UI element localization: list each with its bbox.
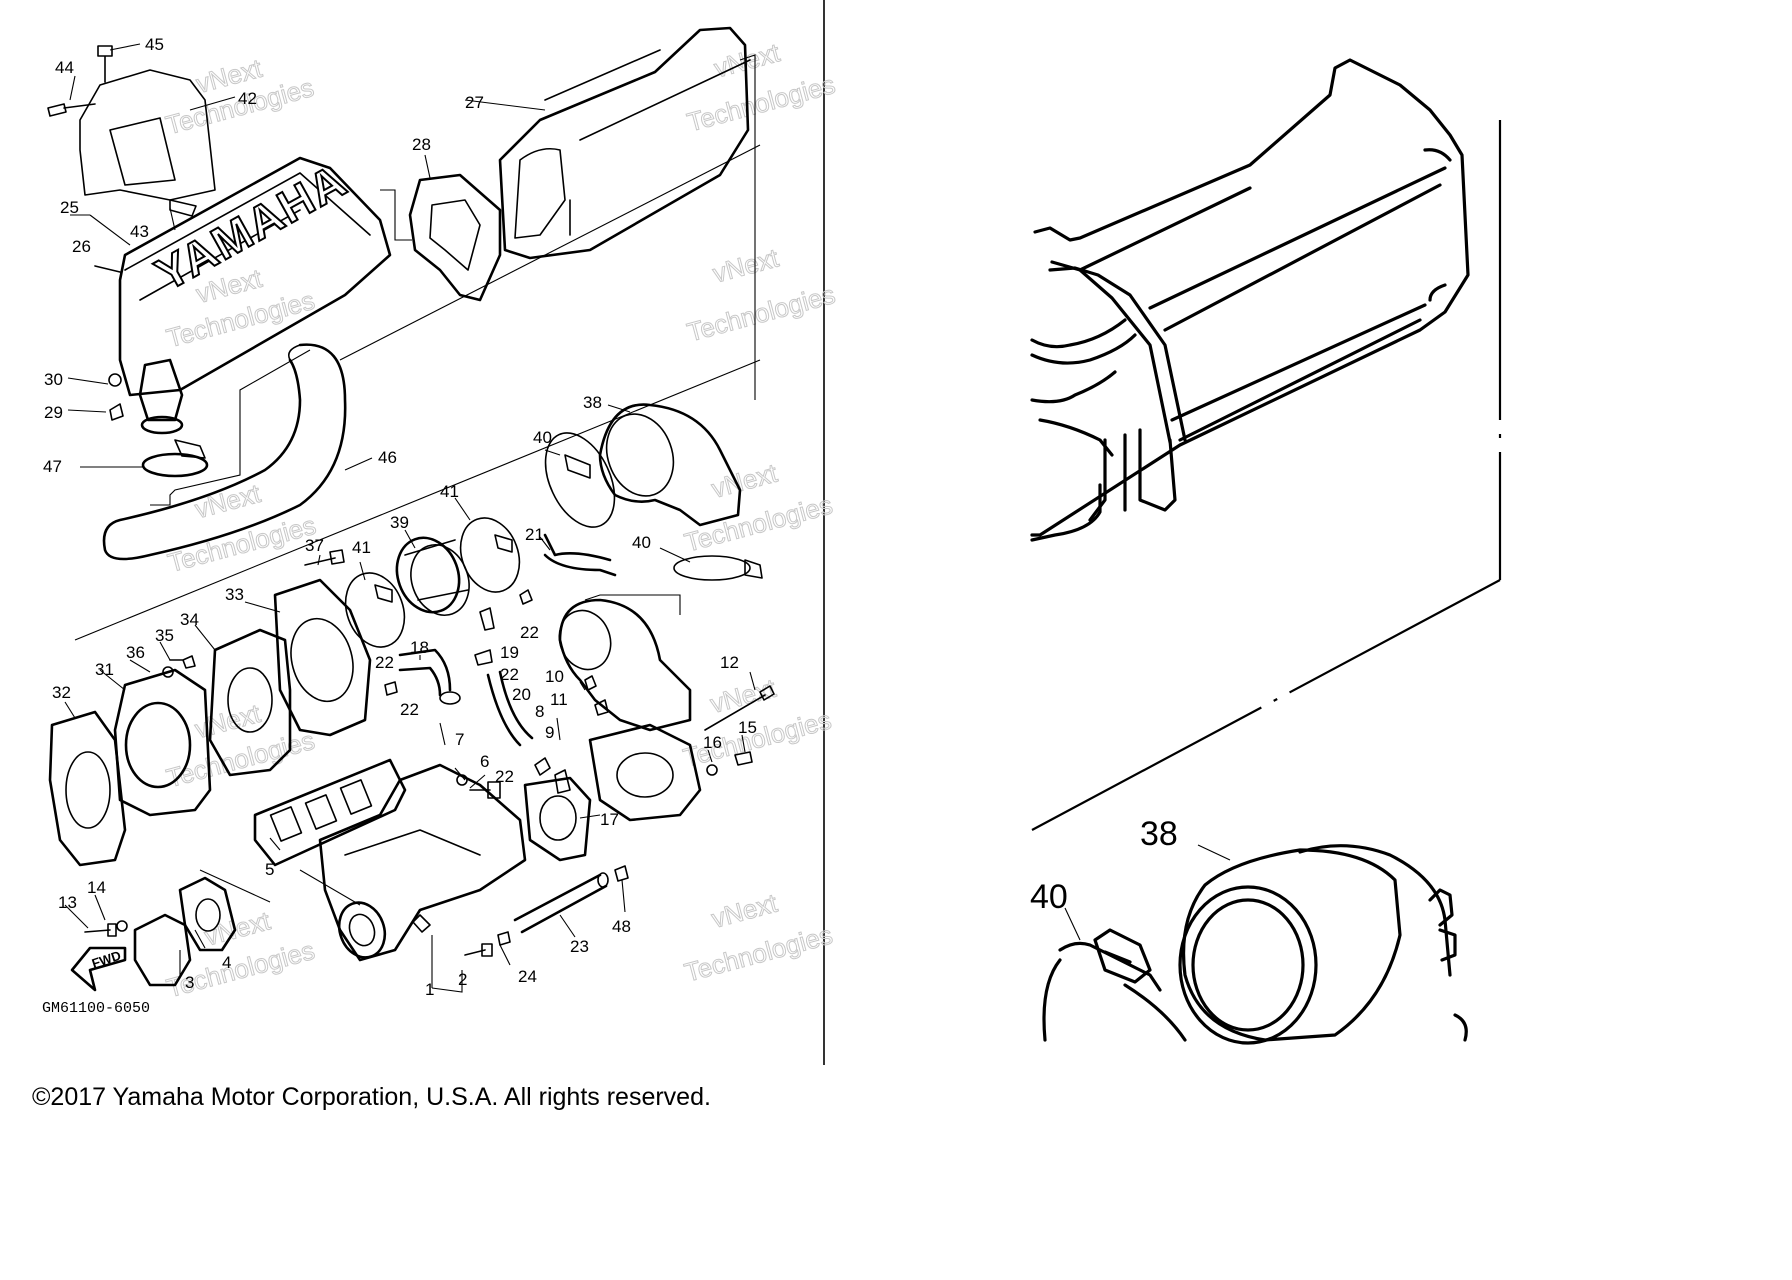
callout-39: 39 bbox=[390, 513, 409, 532]
callout-22: 22 bbox=[495, 767, 514, 786]
callout-35: 35 bbox=[155, 626, 174, 645]
callout-36: 36 bbox=[126, 643, 145, 662]
callout-27: 27 bbox=[465, 93, 484, 112]
watermark-text: vNext bbox=[708, 458, 781, 504]
callout-31: 31 bbox=[95, 660, 114, 679]
callout-41: 41 bbox=[352, 538, 371, 557]
callout-41: 41 bbox=[440, 482, 459, 501]
callout-7: 7 bbox=[455, 730, 464, 749]
callout-17: 17 bbox=[600, 810, 619, 829]
callout-22: 22 bbox=[520, 623, 539, 642]
callout-11: 11 bbox=[550, 690, 568, 709]
callout-34: 34 bbox=[180, 610, 199, 629]
callout-29: 29 bbox=[44, 403, 63, 422]
callout-30: 30 bbox=[44, 370, 63, 389]
detail-callout-40: 40 bbox=[1030, 878, 1068, 916]
watermark-text: Technologies bbox=[163, 725, 317, 793]
watermark-text: vNext bbox=[192, 478, 265, 524]
callout-22: 22 bbox=[400, 700, 419, 719]
callout-9: 9 bbox=[545, 723, 554, 742]
callout-28: 28 bbox=[412, 135, 431, 154]
callout-12: 12 bbox=[720, 653, 739, 672]
callout-22: 22 bbox=[375, 653, 394, 672]
callout-2: 2 bbox=[458, 970, 467, 989]
watermark-text: vNext bbox=[708, 888, 781, 934]
main-diagram-art: YAMAHA bbox=[47, 26, 775, 993]
callout-22: 22 bbox=[500, 665, 519, 684]
callout-21: 21 bbox=[525, 525, 544, 544]
watermark-text: vNext bbox=[201, 905, 274, 951]
callout-33: 33 bbox=[225, 585, 244, 604]
callout-48: 48 bbox=[612, 917, 631, 936]
callout-38: 38 bbox=[583, 393, 602, 412]
callout-45: 45 bbox=[145, 35, 164, 54]
watermark-text: Technologies bbox=[684, 279, 838, 347]
callout-47: 47 bbox=[43, 457, 62, 476]
callout-20: 20 bbox=[512, 685, 531, 704]
callout-40: 40 bbox=[632, 533, 651, 552]
watermark-text: vNext bbox=[710, 242, 783, 288]
callout-24: 24 bbox=[518, 967, 537, 986]
callout-37: 37 bbox=[305, 536, 324, 555]
callout-10: 10 bbox=[545, 667, 564, 686]
callout-26: 26 bbox=[72, 237, 91, 256]
callout-15: 15 bbox=[738, 718, 757, 737]
callout-8: 8 bbox=[535, 702, 544, 721]
watermark-text: Technologies bbox=[163, 935, 317, 1003]
callout-13: 13 bbox=[58, 893, 77, 912]
watermark-text: Technologies bbox=[165, 510, 319, 578]
watermark-text: vNext bbox=[707, 673, 780, 719]
callout-23: 23 bbox=[570, 937, 589, 956]
callout-labels: 1 2 3 4 5 6 7 8 9 10 11 12 13 14 15 16 1… bbox=[43, 35, 757, 999]
callout-40: 40 bbox=[533, 428, 552, 447]
detail-view: 38 40 bbox=[1030, 58, 1502, 1045]
callout-4: 4 bbox=[222, 953, 231, 972]
fwd-arrow-icon: FWD bbox=[70, 946, 127, 992]
callout-32: 32 bbox=[52, 683, 71, 702]
copyright-notice: ©2017 Yamaha Motor Corporation, U.S.A. A… bbox=[32, 1083, 711, 1111]
callout-43: 43 bbox=[130, 222, 149, 241]
callout-16: 16 bbox=[703, 733, 722, 752]
drawing-code: GM61100-6050 bbox=[42, 1000, 150, 1017]
callout-42: 42 bbox=[238, 89, 257, 108]
fwd-label: FWD bbox=[90, 948, 123, 971]
callout-25: 25 bbox=[60, 198, 79, 217]
callout-14: 14 bbox=[87, 878, 106, 897]
callout-44: 44 bbox=[55, 58, 74, 77]
callout-18: 18 bbox=[410, 638, 429, 657]
detail-callout-38: 38 bbox=[1140, 815, 1178, 853]
callout-3: 3 bbox=[185, 973, 194, 992]
callout-6: 6 bbox=[480, 752, 489, 771]
callout-46: 46 bbox=[378, 448, 397, 467]
watermark-text: Technologies bbox=[681, 919, 835, 987]
callout-1: 1 bbox=[425, 980, 434, 999]
callout-5: 5 bbox=[265, 860, 274, 879]
callout-19: 19 bbox=[500, 643, 519, 662]
